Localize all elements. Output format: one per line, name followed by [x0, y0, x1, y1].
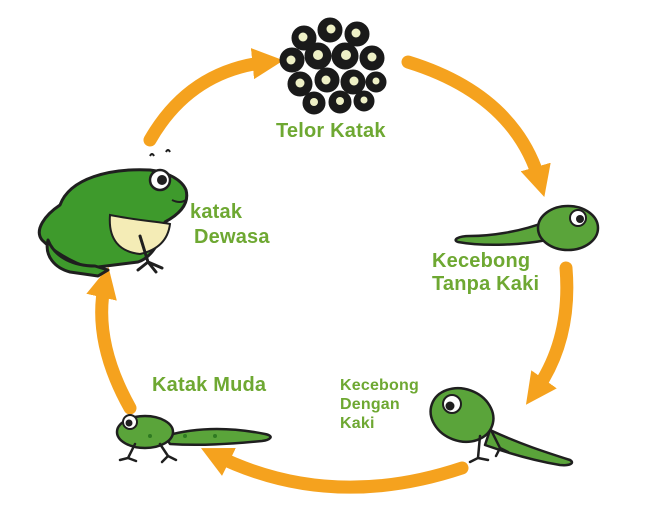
arrow-tadpole-legs-to-froglet	[201, 447, 469, 494]
label-adult-line1: katak	[190, 201, 243, 223]
tadpole-illustration	[454, 204, 600, 252]
label-adult: katak Dewasa	[190, 200, 270, 250]
label-froglet-text: Katak Muda	[152, 374, 267, 396]
label-tadpole: Kecebong Tanpa Kaki	[432, 250, 539, 296]
arrow-tadpole-to-tadpole-legs	[525, 261, 574, 405]
label-tadpole-line2: Tanpa Kaki	[432, 273, 540, 295]
label-tadpole-legs-line2: Dengan	[340, 396, 400, 414]
label-froglet: Katak Muda	[152, 374, 266, 397]
frog-eggs-illustration	[279, 17, 387, 115]
label-eggs-text: Telor Katak	[276, 120, 386, 142]
arrow-adult-to-eggs	[143, 48, 284, 147]
label-eggs: Telor Katak	[276, 120, 386, 143]
arrow-eggs-to-tadpole	[401, 55, 551, 197]
label-tadpole-legs-line1: Kecebong	[340, 377, 419, 394]
label-tadpole-legs-line3: Kaki	[340, 415, 375, 433]
label-tadpole-line1: Kecebong	[432, 250, 531, 272]
label-tadpole-legs: Kecebong Dengan Kaki	[340, 376, 419, 434]
arrow-froglet-to-adult	[86, 266, 137, 415]
tadpole-with-legs-illustration	[429, 386, 574, 467]
froglet-illustration	[115, 414, 272, 464]
adult-frog-illustration	[37, 149, 189, 278]
label-adult-line2: Dewasa	[194, 226, 270, 248]
